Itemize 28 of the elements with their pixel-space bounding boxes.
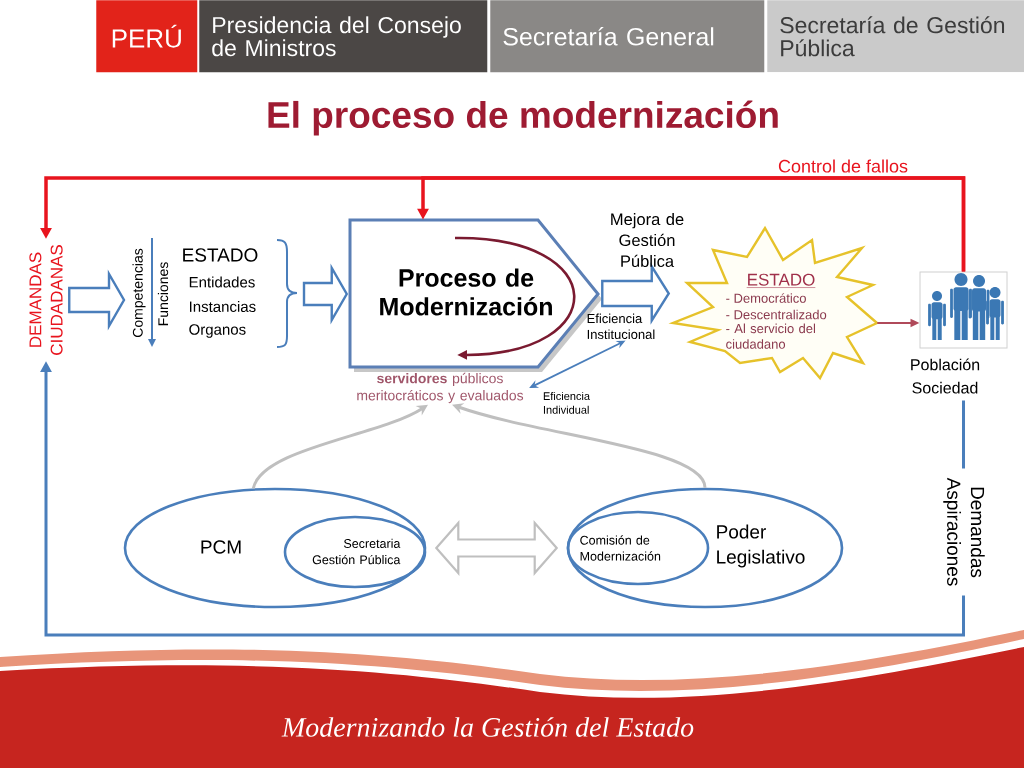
list-item: - Descentralizado	[726, 309, 827, 320]
edge-label: Demandas Aspiraciones	[940, 468, 988, 596]
list-item: Organos	[189, 324, 246, 338]
header-band: Secretaría General	[490, 0, 765, 73]
vertical-text: DEMANDAS CIUDADANAS	[29, 245, 63, 355]
block-arrow	[601, 262, 671, 325]
edge-label: Control de fallos	[778, 159, 908, 173]
vertical-text: Competencias	[132, 248, 146, 338]
title: El proceso de modernización	[268, 100, 778, 136]
block-arrow	[302, 263, 349, 325]
header-band: Secretaría de Gestión Pública	[767, 0, 1024, 73]
arrow	[251, 404, 428, 489]
header-band: Presidencia del Consejo de Ministros	[199, 0, 488, 73]
block-arrow	[68, 269, 126, 331]
edge-label: Eficiencia Individual	[543, 391, 590, 414]
list-item: Instancias	[190, 301, 256, 312]
text-label: servidores públicos meritocráticos y evaluados	[357, 372, 524, 404]
vertical-text: Funciones	[157, 262, 169, 326]
heading: ESTADO	[746, 273, 816, 288]
heading: ESTADO	[183, 248, 258, 262]
text-label: Población Sociedad	[911, 358, 980, 394]
header-band: PERÚ	[96, 0, 198, 73]
edge-label: Mejora de Gestión Pública	[611, 213, 684, 268]
list-item: Entidades	[189, 276, 255, 288]
footer-slogan: Modernizando la Gestión del Estado	[281, 717, 694, 737]
list-item: - Democrático	[726, 293, 806, 303]
text-label: Eficiencia Institucional	[587, 313, 655, 339]
list-item: - Al servicio del ciudadano	[726, 323, 815, 349]
